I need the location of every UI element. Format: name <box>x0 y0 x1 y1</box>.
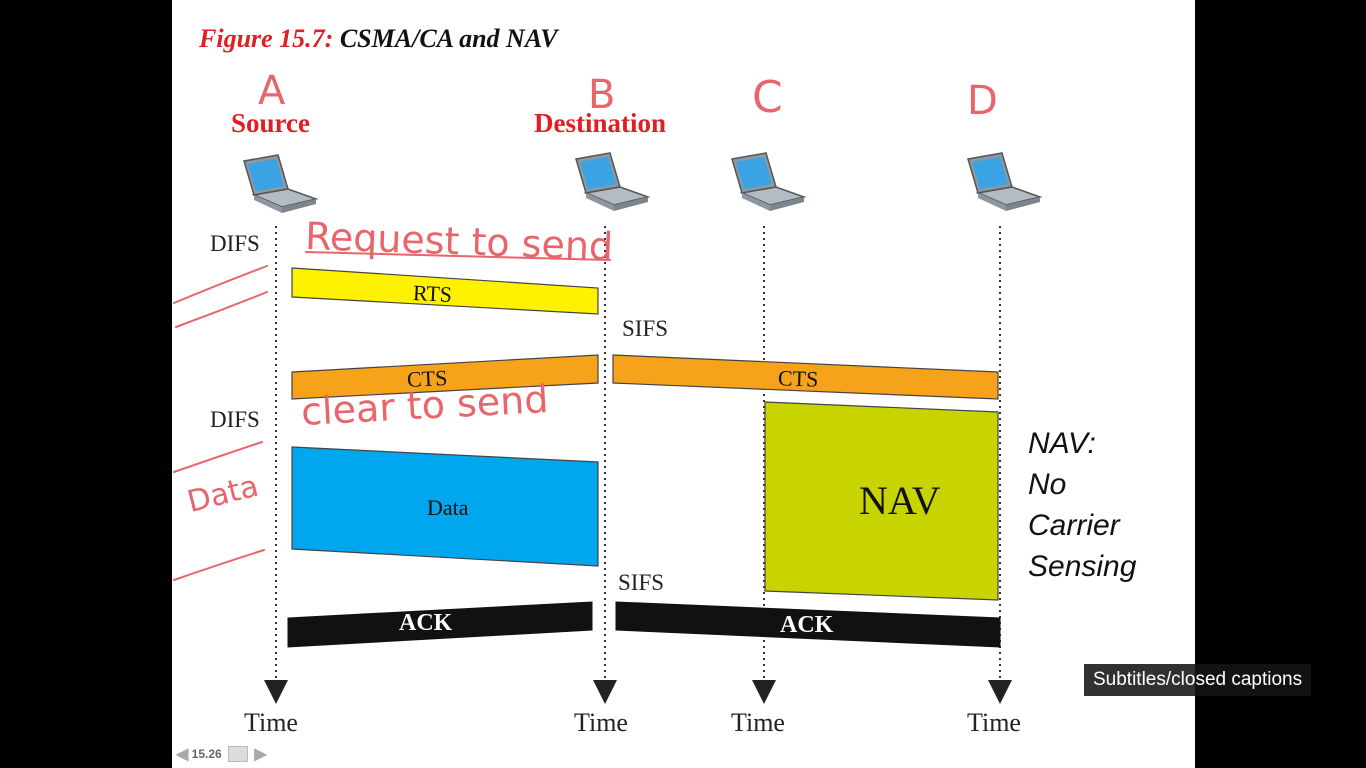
nav-note-line-2: No <box>1028 468 1067 501</box>
laptop-icon-source <box>243 154 319 213</box>
difs-label-1: DIFS <box>210 231 260 256</box>
handwritten-label-d: D <box>967 78 998 124</box>
time-label-source: Time <box>244 708 298 737</box>
station-label-destination: Destination <box>534 108 667 138</box>
subtitles-tooltip: Subtitles/closed captions <box>1084 664 1312 696</box>
handwritten-label-c: C <box>752 72 783 123</box>
figure-number: Figure 15.7: <box>199 24 334 53</box>
data-label: Data <box>427 495 469 520</box>
laptop-icon-station-d <box>967 152 1043 211</box>
time-label-destination: Time <box>574 708 628 737</box>
nav-block <box>764 401 999 601</box>
handwritten-label-b: B <box>588 72 616 118</box>
nav-note-line-1: NAV: <box>1028 427 1096 460</box>
time-label-station-c: Time <box>731 708 785 737</box>
ack-frame-to-source <box>287 601 593 648</box>
ack-label-source: ACK <box>399 610 453 636</box>
slide-menu-icon[interactable] <box>228 746 249 762</box>
rts-frame <box>291 267 599 315</box>
data-frame <box>291 446 599 567</box>
cts-frame-to-source <box>291 354 599 400</box>
prev-slide-icon[interactable]: ◀ <box>176 746 189 763</box>
nav-label: NAV <box>859 478 941 523</box>
slide-number: 15.26 <box>191 747 222 761</box>
ack-frame-broadcast <box>615 601 1001 648</box>
nav-explanation: NAV: No Carrier Sensing <box>1028 423 1136 587</box>
rts-label: RTS <box>412 279 453 308</box>
time-label-station-d: Time <box>967 708 1021 737</box>
difs-label-2: DIFS <box>210 407 260 432</box>
nav-note-line-4: Sensing <box>1028 550 1137 583</box>
figure-name: CSMA/CA and NAV <box>339 24 558 53</box>
sifs-label-1: SIFS <box>622 316 669 341</box>
cts-frame-broadcast <box>612 354 999 400</box>
laptop-icon-station-c <box>731 152 807 211</box>
station-label-source: Source <box>231 108 310 138</box>
slide-navigation: ◀ 15.26 ▶ <box>176 744 267 764</box>
ack-label-broadcast: ACK <box>780 612 834 638</box>
csma-ca-diagram <box>173 152 1043 704</box>
laptop-icon-destination <box>575 152 651 211</box>
handwritten-label-a: A <box>258 68 286 114</box>
lecture-slide: Figure 15.7: CSMA/CA and NAV A Source B … <box>172 0 1195 768</box>
figure-title: Figure 15.7: CSMA/CA and NAV <box>199 24 558 54</box>
next-slide-icon[interactable]: ▶ <box>254 746 267 763</box>
cts-label-broadcast: CTS <box>777 365 819 392</box>
sifs-label-2: SIFS <box>618 570 665 595</box>
nav-note-line-3: Carrier <box>1028 509 1120 542</box>
cts-label-source: CTS <box>406 364 448 393</box>
handwritten-strokes <box>173 251 611 581</box>
